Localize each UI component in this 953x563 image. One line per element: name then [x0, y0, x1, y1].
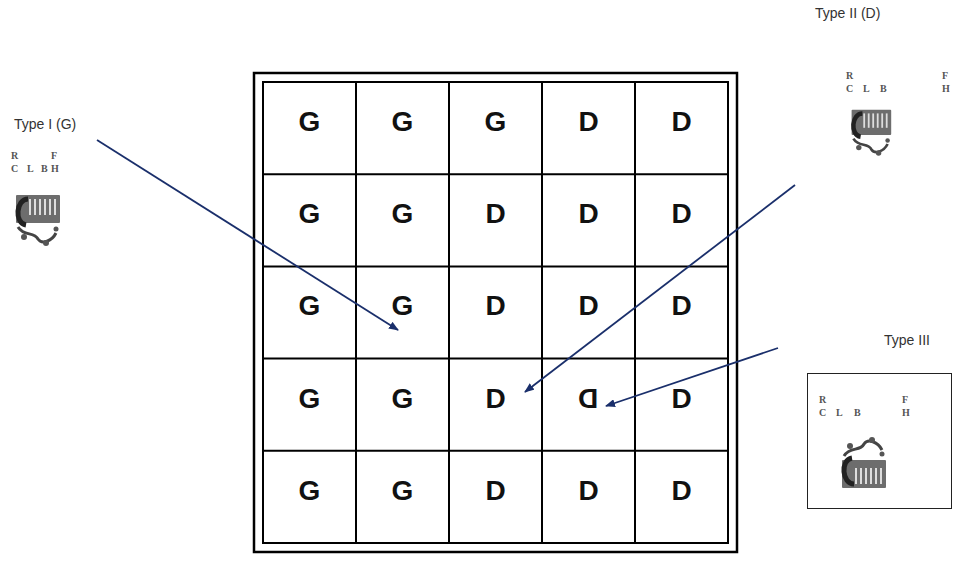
grid-letter: D — [449, 198, 542, 230]
leader-arrow — [606, 348, 778, 406]
bordered-panel: R F CLB H — [807, 373, 952, 509]
grid-letter: D — [542, 198, 635, 230]
grid-letter: G — [356, 383, 449, 415]
type-letter: F — [942, 70, 948, 81]
type-letter: B — [880, 83, 887, 94]
type-letter: H — [902, 407, 910, 418]
grid-letter: D — [449, 475, 542, 507]
type-letter: L — [863, 83, 870, 94]
type-letter: F — [51, 150, 57, 161]
grid-letter: G — [356, 290, 449, 322]
grid-lines — [263, 82, 728, 543]
initial-ornament — [852, 110, 892, 156]
type-letter: R — [846, 70, 853, 81]
grid-letter: D — [449, 383, 542, 415]
grid-letter: G — [263, 106, 356, 138]
grid-letter: D — [635, 475, 728, 507]
grid-frame — [254, 73, 737, 552]
grid-letter: D — [635, 383, 728, 415]
grid-letter: G — [263, 290, 356, 322]
grid-letter: G — [263, 383, 356, 415]
type-letter: C — [819, 407, 826, 418]
grid-letter: G — [356, 106, 449, 138]
type-letter: C — [846, 83, 853, 94]
leader-arrow — [525, 185, 795, 392]
grid-letter: D — [542, 475, 635, 507]
grid-letter: G — [263, 198, 356, 230]
type-label: Type I (G) — [14, 115, 76, 133]
grid-letter: D — [635, 290, 728, 322]
type-letter: F — [902, 394, 908, 405]
type-letter: R — [819, 394, 826, 405]
grid-letter: D — [635, 198, 728, 230]
type-letter: L — [836, 407, 843, 418]
type-letter: L — [27, 163, 34, 174]
grid-letter: D — [542, 106, 635, 138]
grid-letter: D — [542, 383, 635, 415]
type-letter: H — [942, 83, 950, 94]
type-letter: R — [11, 150, 18, 161]
leader-arrow — [97, 140, 398, 330]
grid-letter: D — [635, 106, 728, 138]
grid-letter: G — [263, 475, 356, 507]
type-letter: H — [51, 163, 59, 174]
grid-letter: G — [356, 198, 449, 230]
grid-border — [263, 82, 728, 543]
initial-ornament — [16, 195, 60, 246]
grid-letter: D — [449, 290, 542, 322]
grid-letter: G — [356, 475, 449, 507]
grid-letter: G — [449, 106, 542, 138]
type-label: Type II (D) — [815, 4, 880, 22]
grid-letter: D — [542, 290, 635, 322]
type-letter: B — [41, 163, 48, 174]
type-letter: B — [854, 407, 861, 418]
type-label: Type III — [884, 331, 930, 349]
type-letter: C — [11, 163, 18, 174]
initial-ornament — [842, 437, 886, 488]
